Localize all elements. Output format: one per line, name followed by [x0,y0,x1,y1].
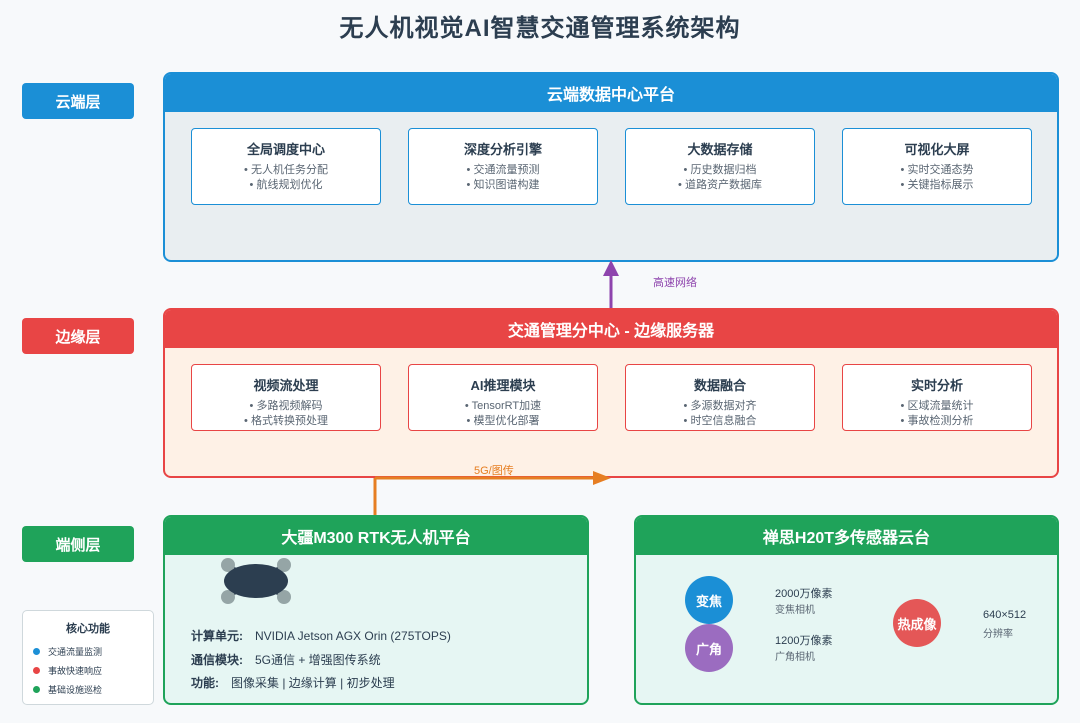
legend-dot-icon [33,648,40,655]
layer-tag-edge: 边缘层 [22,318,134,354]
card-title: 数据融合 [693,378,746,393]
edge-card-video: 视频流处理 • 多路视频解码 • 格式转换预处理 [191,364,381,431]
uplink-arrow [603,260,619,310]
legend-dot-icon [33,686,40,693]
spec-value: NVIDIA Jetson AGX Orin (275TOPS) [255,629,451,643]
spec-comm: 通信模块: 5G通信 + 增强图传系统 [191,651,381,668]
card-item: • 无人机任务分配 [244,164,328,176]
card-title: AI推理模块 [470,378,536,393]
edge-card-ai: AI推理模块 • TensorRT加速 • 模型优化部署 [408,364,598,431]
drone-icon [221,558,291,604]
card-item: • 多路视频解码 [249,400,323,412]
card-item: • 交通流量预测 [466,164,540,176]
card-title: 视频流处理 [253,378,319,393]
cloud-card-visual: 可视化大屏 • 实时交通态势 • 关键指标展示 [842,128,1032,205]
cloud-card-analysis: 深度分析引擎 • 交通流量预测 • 知识图谱构建 [408,128,598,205]
card-item: • TensorRT加速 [464,400,542,412]
card-item: • 多源数据对齐 [683,400,757,412]
cloud-card-dispatch: 全局调度中心 • 无人机任务分配 • 航线规划优化 [191,128,381,205]
card-item: • 格式转换预处理 [244,415,328,427]
layer-tag-cloud: 云端层 [22,83,134,119]
spec-compute: 计算单元: NVIDIA Jetson AGX Orin (275TOPS) [191,627,451,644]
downlink-arrow [373,471,611,518]
drone-panel: 大疆M300 RTK无人机平台 [163,515,589,705]
legend-title: 核心功能 [66,623,110,635]
link-label-edge-end: 5G/图传 [474,465,514,477]
sensor-panel-title: 禅思H20T多传感器云台 [636,517,1057,555]
wide-camera-icon: 广角 [685,624,733,672]
spec-value: 5G通信 + 增强图传系统 [255,653,381,667]
spec-value: 图像采集 | 边缘计算 | 初步处理 [231,676,395,690]
link-label-cloud-edge: 高速网络 [653,277,697,289]
spec-label: 功能: [191,676,219,690]
legend-label: 事故快速响应 [48,666,103,676]
cloud-panel-title: 云端数据中心平台 [165,74,1057,112]
thermal-camera-icon: 热成像 [893,599,941,647]
zoom-resolution: 2000万像素 [775,588,833,600]
card-item: • 关键指标展示 [900,179,974,191]
page-title: 无人机视觉AI智慧交通管理系统架构 [339,15,741,42]
card-title: 深度分析引擎 [463,142,542,157]
legend-item: 交通流量监测 [23,642,153,661]
legend-dot-icon [33,667,40,674]
card-title: 全局调度中心 [246,142,325,157]
card-item: • 区域流量统计 [900,400,974,412]
legend-label: 交通流量监测 [48,647,103,657]
card-item: • 航线规划优化 [249,179,323,191]
card-title: 可视化大屏 [904,142,970,157]
legend-item: 基础设施巡检 [23,680,153,699]
card-item: • 实时交通态势 [900,164,974,176]
zoom-desc: 变焦相机 [775,605,815,616]
spec-label: 通信模块: [191,653,243,667]
card-item: • 历史数据归档 [683,164,757,176]
edge-card-fusion: 数据融合 • 多源数据对齐 • 时空信息融合 [625,364,815,431]
thermal-desc: 分辨率 [983,629,1013,640]
spec-function: 功能: 图像采集 | 边缘计算 | 初步处理 [191,674,395,691]
legend: 核心功能 交通流量监测 事故快速响应 基础设施巡检 [22,610,154,705]
spec-label: 计算单元: [191,629,243,643]
layer-tag-end: 端侧层 [22,526,134,562]
card-item: • 道路资产数据库 [678,179,762,191]
thermal-resolution: 640×512 [983,609,1027,621]
edge-panel-title: 交通管理分中心 - 边缘服务器 [165,310,1057,348]
zoom-camera-icon: 变焦 [685,576,733,624]
drone-panel-title: 大疆M300 RTK无人机平台 [165,517,587,555]
wide-resolution: 1200万像素 [775,635,833,647]
card-item: • 知识图谱构建 [466,179,540,191]
cloud-card-storage: 大数据存储 • 历史数据归档 • 道路资产数据库 [625,128,815,205]
card-item: • 事故检测分析 [900,415,974,427]
card-item: • 时空信息融合 [683,415,757,427]
card-title: 实时分析 [910,378,963,393]
wide-desc: 广角相机 [775,652,815,663]
card-item: • 模型优化部署 [466,415,540,427]
edge-card-realtime: 实时分析 • 区域流量统计 • 事故检测分析 [842,364,1032,431]
legend-item: 事故快速响应 [23,661,153,680]
legend-label: 基础设施巡检 [48,685,103,695]
card-title: 大数据存储 [687,142,753,157]
